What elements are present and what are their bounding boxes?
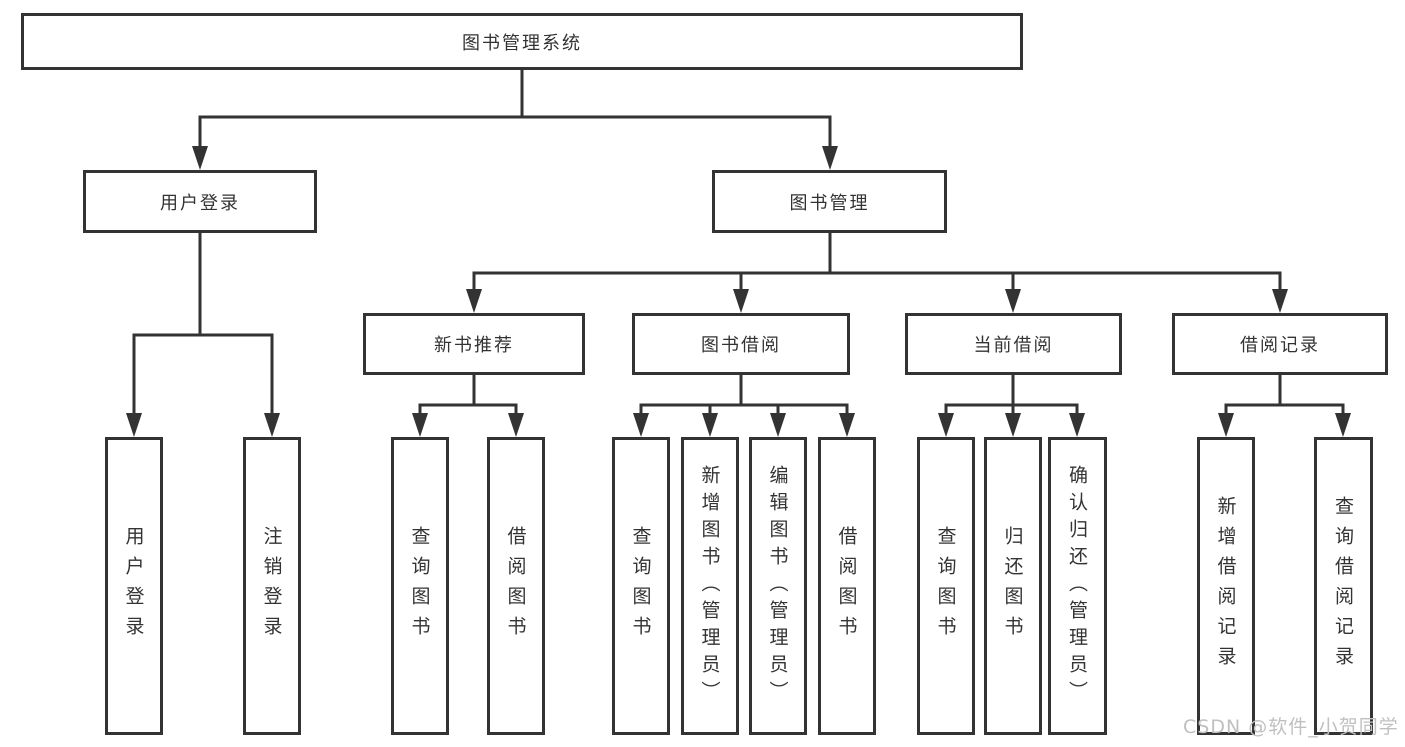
node-current-borrowing: 当前借阅 — [905, 313, 1122, 375]
node-leaf-query-books-current-label: 查询图书 — [934, 526, 957, 646]
node-leaf-edit-books-admin-label: 编辑图书（管理员） — [766, 464, 789, 708]
node-leaf-query-books-recommend-label: 查询图书 — [408, 526, 431, 646]
node-leaf-user-login-label: 用户登录 — [122, 526, 145, 646]
node-book-borrowing-label: 图书借阅 — [701, 335, 781, 356]
node-leaf-confirm-return-admin: 确认归还（管理员） — [1048, 437, 1107, 735]
node-leaf-logout: 注销登录 — [243, 437, 301, 735]
node-leaf-borrow-books-label: 借阅图书 — [835, 526, 858, 646]
node-leaf-query-books-borrow: 查询图书 — [612, 437, 670, 735]
node-borrowing-records: 借阅记录 — [1172, 313, 1388, 375]
node-leaf-confirm-return-admin-label: 确认归还（管理员） — [1066, 464, 1088, 708]
node-leaf-query-books-recommend: 查询图书 — [391, 437, 449, 735]
node-library-system-label: 图书管理系统 — [462, 32, 582, 54]
node-leaf-user-login: 用户登录 — [105, 437, 163, 735]
node-user-login: 用户登录 — [83, 170, 317, 233]
node-leaf-borrow-books-recommend: 借阅图书 — [487, 437, 545, 735]
node-user-login-label: 用户登录 — [160, 192, 240, 214]
node-leaf-add-borrow-record-label: 新增借阅记录 — [1214, 496, 1237, 676]
node-leaf-edit-books-admin: 编辑图书（管理员） — [749, 437, 807, 735]
node-library-system: 图书管理系统 — [21, 13, 1023, 70]
node-leaf-add-books-admin: 新增图书（管理员） — [681, 437, 739, 735]
node-book-management-label: 图书管理 — [789, 192, 870, 214]
node-leaf-return-books: 归还图书 — [984, 437, 1042, 735]
node-leaf-query-borrow-record-label: 查询借阅记录 — [1332, 496, 1354, 676]
node-borrowing-records-label: 借阅记录 — [1240, 335, 1320, 356]
node-leaf-return-books-label: 归还图书 — [1001, 526, 1024, 646]
node-book-management: 图书管理 — [712, 170, 947, 233]
node-new-book-recommend-label: 新书推荐 — [434, 335, 514, 356]
node-current-borrowing-label: 当前借阅 — [973, 335, 1054, 356]
node-leaf-add-books-admin-label: 新增图书（管理员） — [698, 464, 721, 708]
node-new-book-recommend: 新书推荐 — [363, 313, 585, 375]
node-leaf-query-books-current: 查询图书 — [917, 437, 975, 735]
node-leaf-query-books-borrow-label: 查询图书 — [629, 526, 652, 646]
node-leaf-logout-label: 注销登录 — [260, 526, 283, 646]
node-leaf-borrow-books: 借阅图书 — [818, 437, 876, 735]
node-leaf-borrow-books-recommend-label: 借阅图书 — [504, 526, 527, 646]
node-book-borrowing: 图书借阅 — [632, 313, 850, 375]
arrowhead-icons — [126, 146, 1351, 437]
node-leaf-add-borrow-record: 新增借阅记录 — [1197, 437, 1255, 735]
watermark-text: CSDN @软件_小贺同学 — [1183, 716, 1399, 738]
node-leaf-query-borrow-record: 查询借阅记录 — [1314, 437, 1373, 735]
